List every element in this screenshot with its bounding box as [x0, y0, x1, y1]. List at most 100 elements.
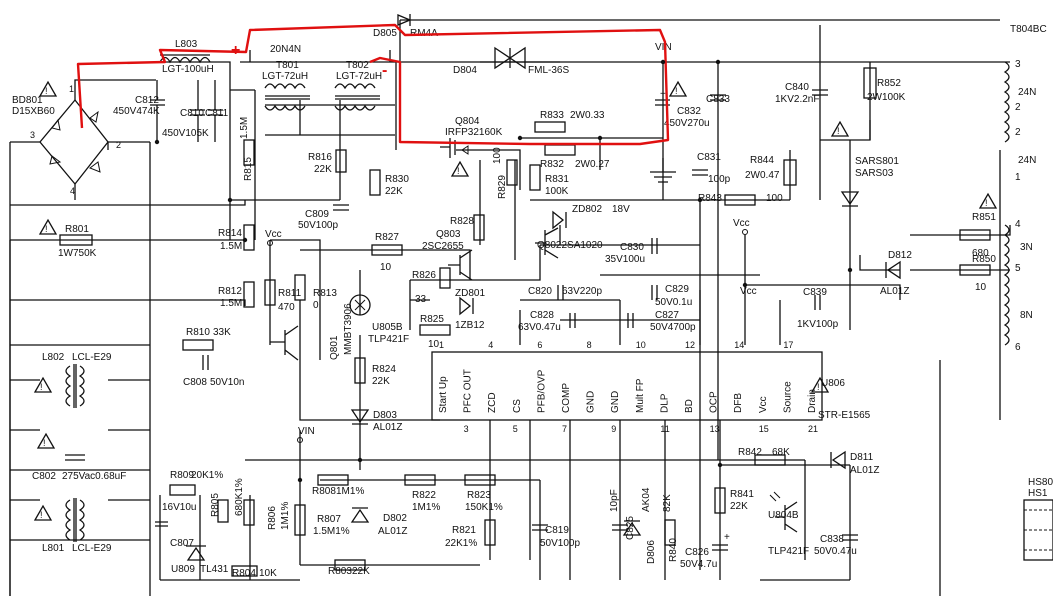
optocoupler-u805b: [349, 294, 371, 316]
ic-pin-label: DLP: [659, 393, 670, 413]
sars801-label: SARS801: [855, 156, 899, 167]
r815-value: 1.5M: [239, 117, 250, 139]
ic-pin-number: 1: [439, 340, 444, 350]
capacitor-c833: [710, 94, 726, 101]
r811-label: R811: [278, 288, 302, 299]
c830-value: 35V100u: [605, 254, 645, 265]
bd-pin-3: 3: [30, 130, 35, 140]
ic-pin-label: ZCD: [487, 392, 498, 413]
t804-pin-2a: 2: [1015, 102, 1021, 113]
u809-label: U809: [171, 564, 195, 575]
minus-marker: -: [382, 62, 387, 79]
svg-text:!: !: [985, 198, 988, 208]
u806-label: U806: [821, 378, 845, 389]
ic-pin-number: 3: [464, 424, 469, 434]
r803-label: R803: [328, 566, 352, 577]
c840-label: C840: [785, 82, 809, 93]
c826-plus: +: [724, 532, 730, 543]
r843-value: 100: [766, 193, 783, 204]
ic-pin-number: 12: [685, 340, 695, 350]
diode-d811: [830, 450, 846, 470]
r832-value: 2W0.27: [575, 159, 610, 170]
l802-label: L802: [42, 352, 65, 363]
resistor-r821: [484, 519, 496, 546]
n20n4n-label: 20N4N: [270, 44, 301, 55]
r814-value: 1.5M: [220, 241, 242, 252]
ic-pin-number: 7: [562, 424, 567, 434]
diode-sars801: [840, 191, 860, 207]
c802-label: C802: [32, 471, 56, 482]
c819-label: C819: [545, 525, 569, 536]
capacitor-c831: [692, 169, 708, 176]
r840-label: R840: [668, 538, 679, 562]
c808-label: C808: [183, 377, 207, 388]
c828-label: C828: [530, 310, 554, 321]
ic-pin-number: 4: [488, 340, 493, 350]
t804-pin-4: 4: [1015, 219, 1021, 230]
r815-label: R815: [243, 157, 254, 181]
r826-value: 33: [415, 294, 427, 305]
resistor-r828: [473, 214, 485, 241]
capacitor-c829: [651, 285, 658, 300]
capacitor-c839: [814, 295, 821, 310]
r805-label: R805: [210, 493, 221, 517]
c832-label: C832: [677, 106, 701, 117]
warning-icon: !: [38, 80, 58, 97]
r824-label: R824: [372, 364, 396, 375]
u804b-label: U804B: [768, 510, 799, 521]
ic-pin-number: 17: [783, 340, 793, 350]
resistor-r851: [959, 229, 991, 241]
resistor-r852: [863, 67, 877, 99]
vin-top-label: VIN: [655, 42, 672, 53]
t804-pin-5: 5: [1015, 263, 1021, 274]
resistor-r832: [544, 144, 576, 156]
resistor-r806: [243, 499, 255, 526]
d803-label: D803: [373, 410, 397, 421]
capacitor-c826: [712, 544, 728, 551]
t804-pin-3: 3: [1015, 59, 1021, 70]
c808-value: 50V10n: [210, 377, 244, 388]
resistor-r809: [169, 484, 196, 496]
hs-label-b: HS1: [1028, 488, 1048, 499]
t802-value: LGT-72uH: [336, 71, 382, 82]
transistor-q802: [535, 227, 559, 259]
ic-pin-label: Start Up: [438, 376, 449, 413]
r823-value: 150K1%: [465, 502, 503, 513]
resistor-r810: [182, 339, 214, 351]
junctions: [154, 59, 853, 483]
ic-pin-number: 15: [759, 424, 769, 434]
r813-label: R813: [313, 288, 337, 299]
c820-value: 63V220p: [562, 286, 602, 297]
ic-pin-number: 6: [537, 340, 542, 350]
bridge-rectifier-bd801: [39, 98, 109, 200]
transformer-t804: [1003, 61, 1010, 346]
resistor-r831: [529, 164, 541, 191]
zd801-label: ZD801: [455, 288, 485, 299]
bd-pin-1: 1: [69, 84, 74, 94]
r810-label: R810: [186, 327, 210, 338]
r829-value: 100: [492, 147, 503, 164]
t801-label: T801: [276, 60, 299, 71]
t802-label: T802: [346, 60, 369, 71]
capacitor-c838: [842, 534, 858, 541]
r825-value: 10: [428, 339, 440, 350]
warning-icon: !: [36, 432, 56, 449]
ic-pin-label: Source: [782, 381, 793, 413]
d811-value: AL01Z: [850, 465, 879, 476]
r844-label: R844: [750, 155, 774, 166]
resistor-r808: [317, 474, 349, 486]
c832-plus: +: [660, 89, 666, 100]
resistor-r826: [439, 267, 451, 289]
q801-part: MMBT3906: [343, 303, 354, 355]
r801-value: 1W750K: [58, 248, 97, 259]
c812-value: 450V474K: [113, 106, 160, 117]
warning-icon: !: [38, 218, 58, 235]
resistor-r850: [959, 264, 991, 276]
c825-label: C825: [625, 516, 636, 540]
q802-label: Q8022SA1020: [537, 240, 603, 251]
q803-label: Q803: [436, 229, 461, 240]
resistor-r823: [464, 474, 496, 486]
r833-value: 2W0.33: [570, 110, 605, 121]
